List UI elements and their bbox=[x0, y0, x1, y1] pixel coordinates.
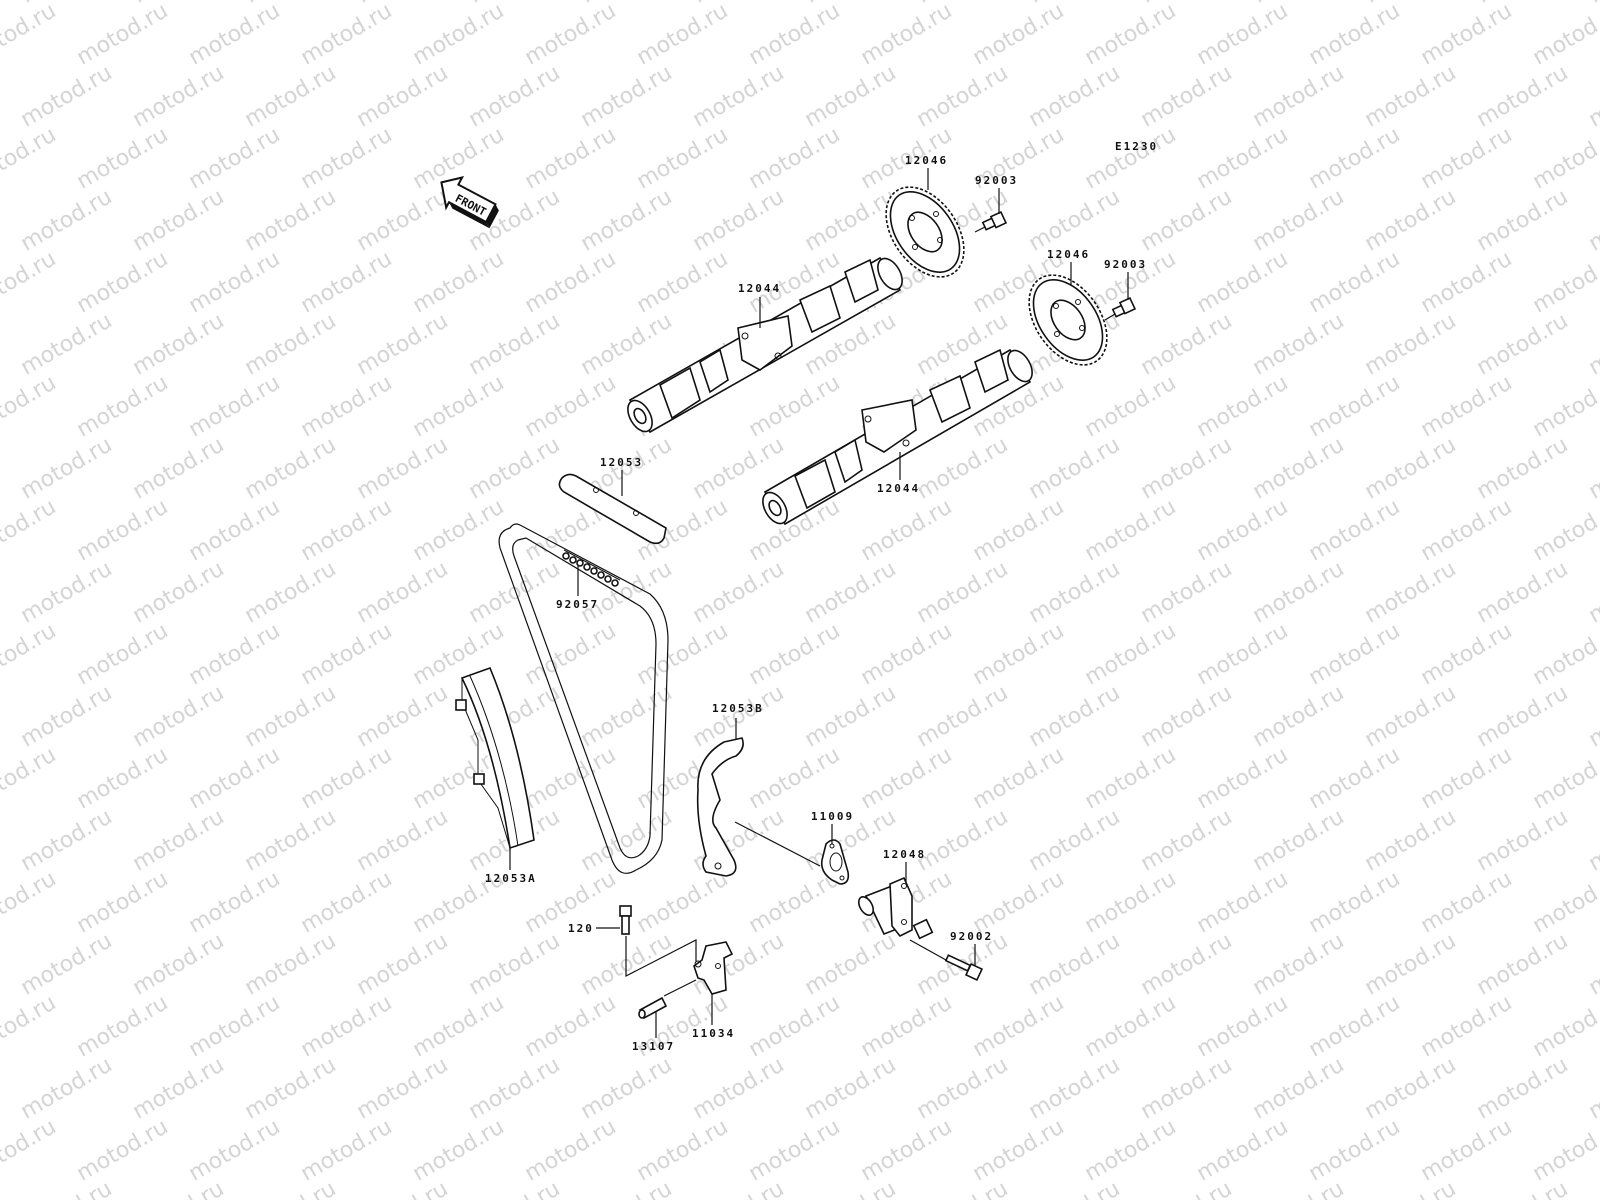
tensioner-bolt bbox=[909, 939, 984, 982]
label-12053B: 12053B bbox=[712, 702, 764, 715]
label-12048: 12048 bbox=[883, 848, 926, 861]
label-11034: 11034 bbox=[692, 1027, 735, 1040]
label-11009: 11009 bbox=[811, 810, 854, 823]
label-12044-lower: 12044 bbox=[877, 482, 920, 495]
label-92003-lower: 92003 bbox=[1104, 258, 1147, 271]
dowel-pin bbox=[638, 979, 697, 1020]
bolt-92003-upper bbox=[974, 210, 1008, 233]
small-bolt bbox=[619, 905, 632, 935]
label-92057: 92057 bbox=[556, 598, 599, 611]
camshaft-upper bbox=[627, 256, 903, 434]
camshaft-sprocket-lower bbox=[1028, 274, 1108, 366]
camshaft-lower bbox=[762, 348, 1033, 526]
label-120: 120 bbox=[568, 922, 594, 935]
label-12053A: 12053A bbox=[485, 872, 537, 885]
front-arrow-icon: FRONT bbox=[440, 176, 499, 229]
label-92002: 92002 bbox=[950, 930, 993, 943]
timing-chain bbox=[498, 523, 669, 874]
label-92003-upper: 92003 bbox=[975, 174, 1018, 187]
chain-links bbox=[562, 549, 621, 587]
chain-guide-left bbox=[455, 666, 535, 850]
diagram-code: E1230 bbox=[1115, 140, 1158, 153]
chain-guide-top bbox=[558, 473, 667, 545]
bolt-92003-lower bbox=[1104, 296, 1137, 321]
tensioner-gasket bbox=[820, 839, 850, 885]
chain-tensioner bbox=[857, 876, 934, 940]
camshaft-sprocket-upper bbox=[885, 186, 965, 278]
label-12046-upper: 12046 bbox=[905, 154, 948, 167]
label-13107: 13107 bbox=[632, 1040, 675, 1053]
label-12046-lower: 12046 bbox=[1047, 248, 1090, 261]
tensioner-bracket bbox=[693, 941, 734, 995]
chain-guide-right bbox=[696, 737, 744, 877]
label-12044-upper: 12044 bbox=[738, 282, 781, 295]
label-12053: 12053 bbox=[600, 456, 643, 469]
